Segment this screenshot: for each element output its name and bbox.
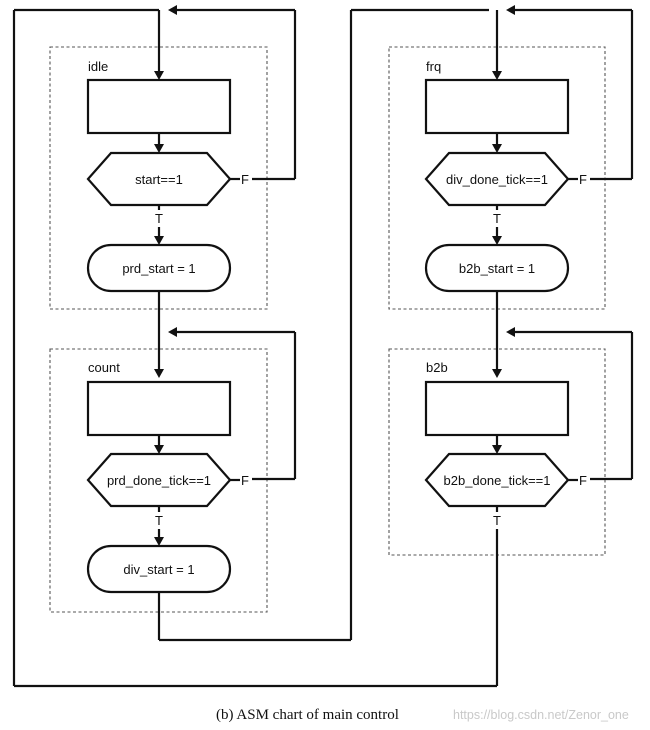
true-label-frq: T (493, 211, 501, 226)
arrowhead (506, 327, 515, 337)
arrowhead (492, 369, 502, 378)
arrowhead (492, 144, 502, 153)
false-label-frq: F (579, 172, 587, 187)
decision-condition-b2b: b2b_done_tick==1 (444, 473, 551, 488)
arrowhead (154, 71, 164, 80)
state-name-b2b: b2b (426, 360, 448, 375)
true-label-idle: T (155, 211, 163, 226)
decision-condition-count: prd_done_tick==1 (107, 473, 211, 488)
state-box-b2b (424, 380, 570, 437)
arrowhead (168, 327, 177, 337)
state-name-count: count (88, 360, 120, 375)
arrowhead (154, 236, 164, 245)
watermark: https://blog.csdn.net/Zenor_one (453, 708, 629, 722)
state-name-idle: idle (88, 59, 108, 74)
false-label-count: F (241, 473, 249, 488)
arrowhead (492, 236, 502, 245)
arrowhead (168, 5, 177, 15)
arrowhead (154, 537, 164, 546)
arrowhead (492, 71, 502, 80)
action-frq: b2b_start = 1 (459, 261, 535, 276)
action-idle: prd_start = 1 (122, 261, 195, 276)
arrowhead (506, 5, 515, 15)
false-label-idle: F (241, 172, 249, 187)
decision-condition-frq: div_done_tick==1 (446, 172, 548, 187)
arrowhead (154, 144, 164, 153)
arrowhead (154, 445, 164, 454)
state-box-count (86, 380, 232, 437)
decision-condition-idle: start==1 (135, 172, 183, 187)
action-count: div_start = 1 (123, 562, 194, 577)
state-name-frq: frq (426, 59, 441, 74)
figure-caption: (b) ASM chart of main control (216, 707, 399, 723)
true-label-count: T (155, 513, 163, 528)
state-box-idle (86, 78, 232, 135)
false-label-b2b: F (579, 473, 587, 488)
true-label-b2b: T (493, 513, 501, 528)
state-box-frq (424, 78, 570, 135)
arrowhead (154, 369, 164, 378)
arrowhead (492, 445, 502, 454)
